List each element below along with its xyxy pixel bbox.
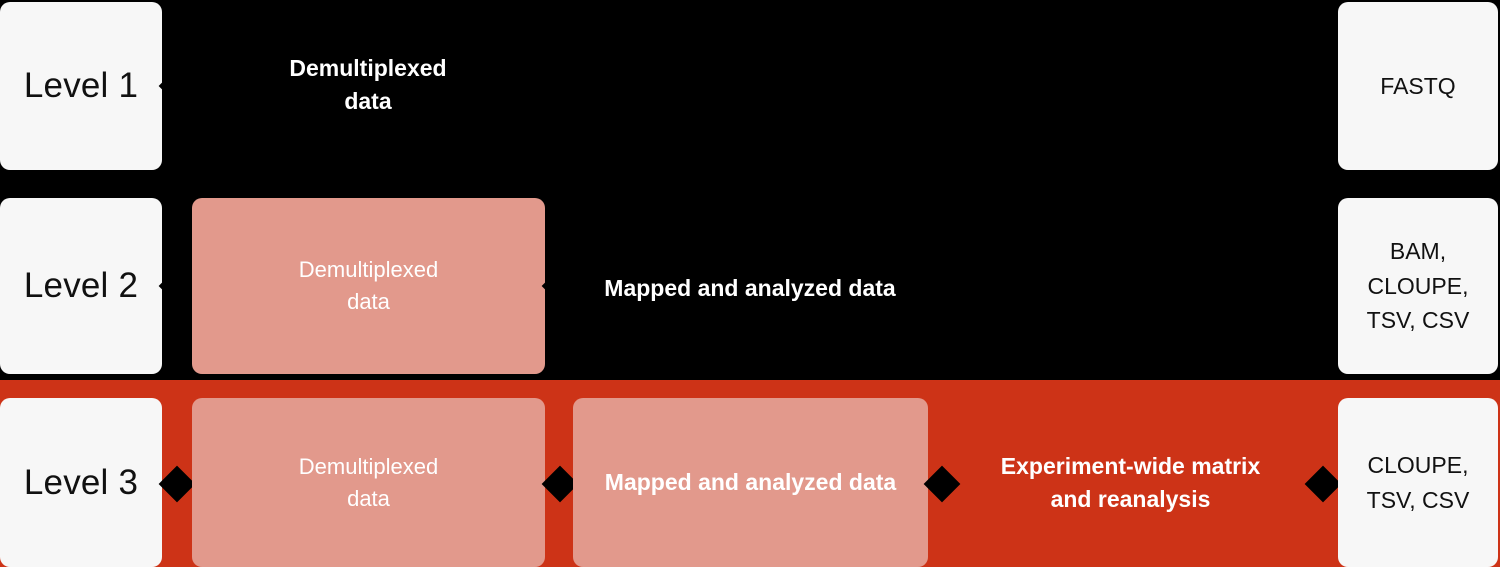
row3-demultiplexed-line2: data [347,485,390,511]
row2-output-line2: CLOUPE, [1367,272,1469,299]
row2-output-line3: TSV, CSV [1366,307,1470,334]
row2-demultiplexed-line1: Demultiplexed [298,257,439,283]
row3-mapped-text: Mapped and analyzed data [604,468,897,495]
row1-output-box[interactable]: FASTQ [1338,2,1498,170]
row3-output-line2: TSV, CSV [1366,486,1470,513]
row3-mapped-box[interactable]: Mapped and analyzed data [573,398,928,567]
level-2-label: Level 2 [23,266,139,305]
row2-output-line1: BAM, [1389,238,1447,265]
level-1-box[interactable]: Level 1 [0,2,162,170]
row3-output-line1: CLOUPE, [1367,452,1469,478]
row3-demultiplexed-line1: Demultiplexed [298,453,439,479]
level-3-label: Level 3 [23,462,139,502]
row2-mapped-text: Mapped and analyzed data [604,275,896,301]
row3-matrix-label: Experiment-wide matrix and reanalysis [958,450,1303,517]
row2-demultiplexed-box[interactable]: Demultiplexed data [192,198,545,374]
row3-output-box[interactable]: CLOUPE, TSV, CSV [1338,398,1498,567]
row3-matrix-line2: and reanalysis [1050,486,1211,513]
row1-demultiplexed-label: Demultiplexed data [193,52,543,119]
row1-demultiplexed-line2: data [344,88,392,115]
level-2-box[interactable]: Level 2 [0,198,162,374]
row2-output-box[interactable]: BAM, CLOUPE, TSV, CSV [1338,198,1498,374]
row3-matrix-line1: Experiment-wide matrix [1000,453,1261,479]
row2-demultiplexed-line2: data [347,289,390,314]
row3-demultiplexed-box[interactable]: Demultiplexed data [192,398,545,567]
level-1-label: Level 1 [23,66,139,105]
row2-mapped-label: Mapped and analyzed data [575,272,925,305]
row1-output-label: FASTQ [1380,72,1456,99]
level-3-box[interactable]: Level 3 [0,398,162,567]
row1-demultiplexed-line1: Demultiplexed [289,55,447,81]
row1-black-arrow [0,0,1500,180]
